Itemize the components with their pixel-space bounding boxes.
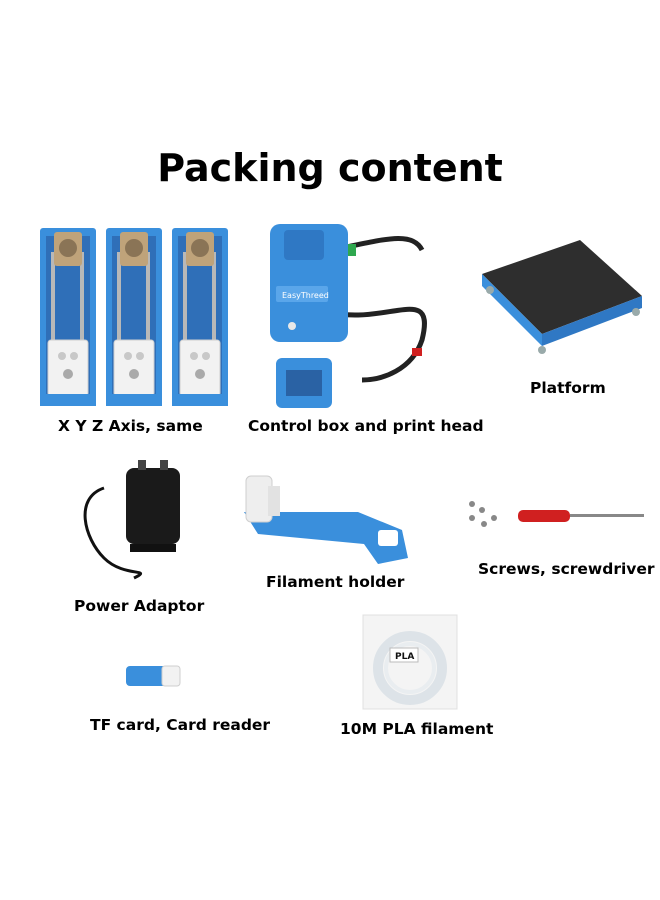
platform-image	[476, 238, 646, 356]
control-box-label: Control box and print head	[248, 417, 484, 435]
page-title: Packing content	[157, 146, 503, 190]
tf-card-label: TF card, Card reader	[90, 716, 271, 734]
platform-label: Platform	[530, 379, 606, 397]
screws-image	[462, 496, 648, 540]
tf-card-image	[124, 662, 182, 688]
screws-label: Screws, screwdriver	[478, 560, 655, 578]
power-adaptor-image	[64, 458, 194, 588]
pla-bag-label: PLA	[395, 652, 414, 662]
control-box-image: EasyThreed	[262, 220, 452, 410]
power-adaptor-label: Power Adaptor	[74, 597, 205, 615]
pla-filament-label: 10M PLA filament	[340, 720, 494, 738]
pla-filament-image: PLA	[362, 614, 458, 710]
filament-holder-image	[238, 472, 410, 566]
filament-holder-label: Filament holder	[266, 573, 405, 591]
xyz-axis-image	[36, 222, 232, 408]
xyz-axis-label: X Y Z Axis, same	[58, 417, 203, 435]
brand-text: EasyThreed	[282, 291, 329, 300]
